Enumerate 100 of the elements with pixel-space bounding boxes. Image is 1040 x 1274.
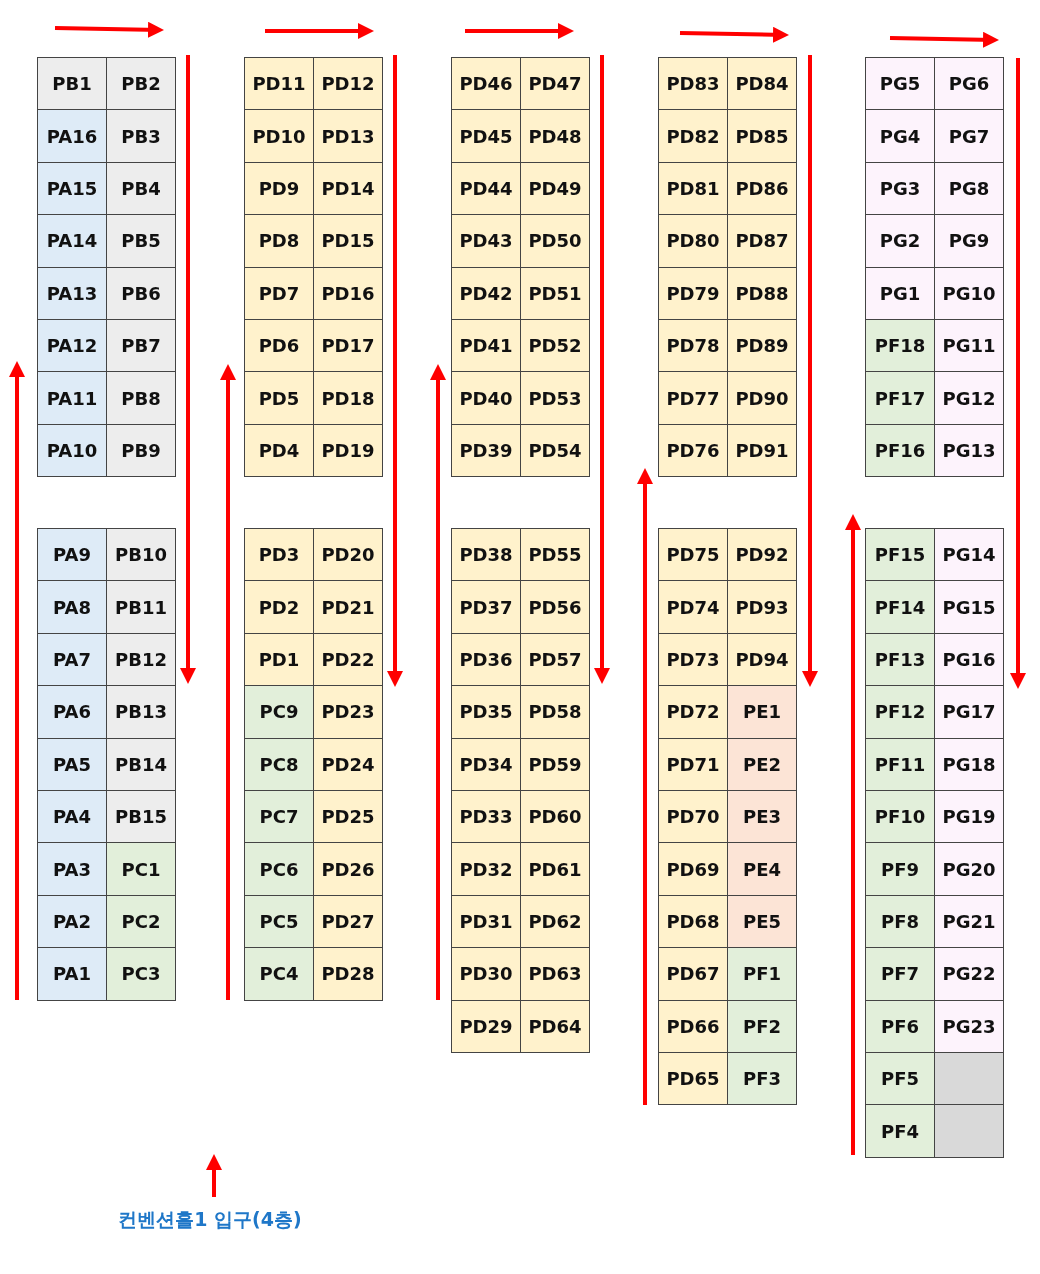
- booth-cell: PC4: [244, 947, 314, 1001]
- booth-cell: PG17: [934, 685, 1004, 739]
- booth-cell: PA8: [37, 580, 107, 634]
- booth-cell: PD75: [658, 528, 728, 582]
- booth-cell: PD24: [313, 737, 383, 791]
- booth-cell: PA6: [37, 685, 107, 739]
- booth-cell: PC8: [244, 737, 314, 791]
- booth-cell: PD41: [451, 319, 521, 373]
- booth-cell: PG7: [934, 109, 1004, 163]
- booth-cell: PD9: [244, 161, 314, 216]
- booth-cell: PG10: [934, 266, 1004, 320]
- booth-cell: PE4: [727, 842, 797, 896]
- booth-cell: PD26: [313, 842, 383, 896]
- booth-cell: PF14: [865, 580, 935, 634]
- booth-cell: PD29: [451, 999, 521, 1053]
- booth-cell: PD68: [658, 894, 728, 949]
- booth-cell: PD78: [658, 319, 728, 373]
- booth-cell: PD16: [313, 266, 383, 320]
- booth-cell: PD44: [451, 161, 521, 216]
- booth-cell: PD77: [658, 371, 728, 425]
- booth-cell: PD45: [451, 109, 521, 163]
- booth-cell: PD51: [520, 266, 590, 320]
- booth-cell: PB11: [106, 580, 176, 634]
- booth-cell: PD65: [658, 1052, 728, 1106]
- booth-cell: PF18: [865, 319, 935, 373]
- booth-cell: PD43: [451, 214, 521, 268]
- booth-cell: PD57: [520, 632, 590, 687]
- booth-cell: PA13: [37, 266, 107, 320]
- booth-cell: PD55: [520, 528, 590, 582]
- booth-cell: PD85: [727, 109, 797, 163]
- booth-cell: PD94: [727, 632, 797, 687]
- booth-cell: PD64: [520, 999, 590, 1053]
- booth-cell: PD15: [313, 214, 383, 268]
- booth-cell: PF11: [865, 737, 935, 791]
- booth-cell: PG1: [865, 266, 935, 320]
- booth-cell: PA1: [37, 947, 107, 1001]
- booth-cell: PB12: [106, 632, 176, 687]
- booth-cell: PF7: [865, 947, 935, 1001]
- booth-cell: PA10: [37, 423, 107, 478]
- booth-cell: PC9: [244, 685, 314, 739]
- booth-cell: PD22: [313, 632, 383, 687]
- booth-cell: PD79: [658, 266, 728, 320]
- booth-cell: PD90: [727, 371, 797, 425]
- booth-cell: PF10: [865, 790, 935, 844]
- booth-cell: PD81: [658, 161, 728, 216]
- booth-cell: PD72: [658, 685, 728, 739]
- booth-cell: PD13: [313, 109, 383, 163]
- booth-cell: PG18: [934, 737, 1004, 791]
- booth-cell: PD59: [520, 737, 590, 791]
- booth-cell: PG21: [934, 894, 1004, 949]
- booth-cell: PD40: [451, 371, 521, 425]
- booth-cell: PD73: [658, 632, 728, 687]
- booth-cell: PD2: [244, 580, 314, 634]
- booth-cell: PD3: [244, 528, 314, 582]
- booth-cell: PE3: [727, 790, 797, 844]
- booth-cell: PA15: [37, 161, 107, 216]
- booth-cell: PD89: [727, 319, 797, 373]
- booth-cell: PG19: [934, 790, 1004, 844]
- booth-cell: PF8: [865, 894, 935, 949]
- booth-cell: PF1: [727, 947, 797, 1001]
- booth-cell: PD30: [451, 947, 521, 1001]
- booth-cell: PE5: [727, 894, 797, 949]
- booth-cell: PD5: [244, 371, 314, 425]
- entrance-label: 컨벤션홀1 입구(4층): [117, 1207, 303, 1232]
- booth-cell: PD84: [727, 57, 797, 111]
- booth-cell: PG14: [934, 528, 1004, 582]
- booth-cell: PD87: [727, 214, 797, 268]
- booth-cell: PF12: [865, 685, 935, 739]
- booth-cell: PD19: [313, 423, 383, 478]
- booth-cell: PG13: [934, 423, 1004, 478]
- booth-cell: PD62: [520, 894, 590, 949]
- booth-cell: PD37: [451, 580, 521, 634]
- booth-cell: PD27: [313, 894, 383, 949]
- booth-cell: PA3: [37, 842, 107, 896]
- booth-cell: PD60: [520, 790, 590, 844]
- booth-cell: PF17: [865, 371, 935, 425]
- booth-cell: PF16: [865, 423, 935, 478]
- booth-cell: PB15: [106, 790, 176, 844]
- booth-cell: PD34: [451, 737, 521, 791]
- booth-cell: PG20: [934, 842, 1004, 896]
- booth-cell: PG5: [865, 57, 935, 111]
- booth-cell: PD92: [727, 528, 797, 582]
- booth-cell: PE1: [727, 685, 797, 739]
- booth-cell: PB13: [106, 685, 176, 739]
- booth-cell: PD17: [313, 319, 383, 373]
- booth-cell: PD74: [658, 580, 728, 634]
- booth-cell: PB6: [106, 266, 176, 320]
- booth-cell: PB1: [37, 57, 107, 111]
- booth-cell: PC1: [106, 842, 176, 896]
- booth-cell: PD82: [658, 109, 728, 163]
- booth-cell: PD61: [520, 842, 590, 896]
- booth-cell: PD66: [658, 999, 728, 1053]
- booth-cell: PF3: [727, 1052, 797, 1106]
- booth-cell: PD6: [244, 319, 314, 373]
- booth-cell: PG16: [934, 632, 1004, 687]
- booth-cell: PF6: [865, 999, 935, 1053]
- booth-cell: PD36: [451, 632, 521, 687]
- booth-cell: PD39: [451, 423, 521, 478]
- booth-cell: PB8: [106, 371, 176, 425]
- booth-cell: PG22: [934, 947, 1004, 1001]
